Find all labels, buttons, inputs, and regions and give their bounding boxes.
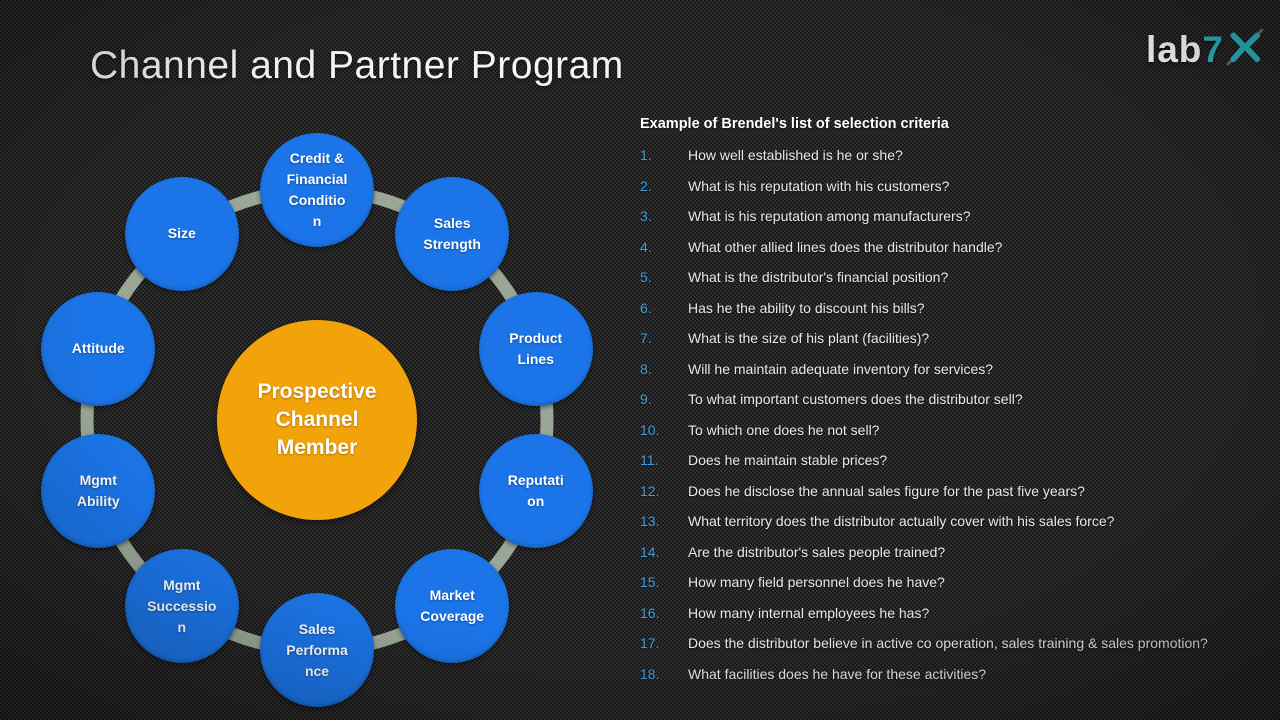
criteria-item-text: How well established is he or she? [688,147,903,163]
criteria-item: 18. What facilities does he have for thes… [640,665,1265,684]
criteria-item-number: 4. [640,238,652,255]
criteria-item: 8. Will he maintain adequate inventory fo… [640,360,1265,379]
diagram-node-label: Sales Performa nce [286,620,348,679]
criteria-item: 9. To what important customers does the d… [640,390,1265,409]
criteria-heading: Example of Brendel's list of selection c… [640,116,949,132]
criteria-item-number: 16. [640,604,660,621]
criteria-item-number: 7. [640,330,652,346]
diagram-center-label: Prospective Channel Member [257,380,377,459]
criteria-item-number: 8. [640,360,652,377]
criteria-item-number: 14. [640,543,660,560]
diagram-node: Sales Performa nce [260,593,374,707]
criteria-item: 17. Does the distributor believe in activ… [640,634,1265,653]
diagram-node: Mgmt Ability [41,434,156,549]
criteria-item: 14. Are the distributor's sales people tr… [640,543,1265,562]
diagram-node-label: Reputati on [507,472,564,510]
criteria-panel: Example of Brendel's list of selection c… [640,116,1265,695]
criteria-item-text: How many internal employees he has? [688,604,930,621]
diagram-node: Reputati on [478,434,593,549]
diagram-node-label: Credit & Financial Conditio n [286,150,348,229]
diagram-node-label: Mgmt Successio n [147,576,217,635]
diagram-center-node: Prospective Channel Member [217,320,417,520]
criteria-item-text: How many field personnel does he have? [688,574,945,590]
criteria-item-number: 15. [640,574,660,590]
criteria-item-number: 2. [640,177,652,194]
criteria-item-text: What is the size of his plant (facilitie… [688,330,930,346]
criteria-list: 1. How well established is he or she? 2. Wh… [640,146,1265,684]
criteria-item-text: Will he maintain adequate inventory for … [688,360,994,377]
criteria-item: 16. How many internal employees he has? [640,604,1265,623]
criteria-item-number: 6. [640,299,652,316]
diagram-node: Product Lines [478,291,593,406]
criteria-item: 2. What is his reputation with his custom… [640,177,1265,196]
criteria-item: 10. To which one does he not sell? [640,421,1265,440]
criteria-item: 7. What is the size of his plant (facilit… [640,329,1265,348]
criteria-item-number: 13. [640,513,660,529]
criteria-item-number: 18. [640,665,660,682]
criteria-item-number: 11. [640,452,659,468]
criteria-item-text: To which one does he not sell? [688,421,880,438]
criteria-item-text: What is the distributor's financial posi… [688,269,949,285]
criteria-item-number: 3. [640,208,652,224]
criteria-item-text: What other allied lines does the distrib… [688,238,1003,255]
x-mark-icon [1224,24,1264,75]
criteria-item-text: What is his reputation with his customer… [688,177,950,194]
diagram-node: Sales Strength [395,176,510,291]
criteria-item-number: 10. [640,421,660,438]
page-title: Channel and Partner Program [90,44,624,87]
criteria-item: 1. How well established is he or she? [640,146,1265,165]
diagram-node: Mgmt Successio n [124,549,239,664]
criteria-item-number: 9. [640,391,652,407]
logo-text-lab: lab [1145,28,1203,70]
criteria-item: 5. What is the distributor's financial po… [640,268,1265,287]
diagram-node: Market Coverage [395,549,510,664]
diagram-node: Attitude [41,291,156,406]
criteria-item-number: 12. [640,482,660,499]
diagram-node: Size [124,176,239,291]
criteria-item: 15. How many field personnel does he have… [640,573,1265,592]
criteria-item-text: Does he maintain stable prices? [688,452,888,468]
logo-text-seven: 7 [1202,28,1224,70]
diagram-node-label: Sales Strength [423,214,481,252]
criteria-item-number: 5. [640,269,652,285]
criteria-item-text: To what important customers does the dis… [688,391,1023,407]
diagram-node-label: Mgmt Ability [76,472,120,510]
diagram-node-label: Market Coverage [420,587,485,625]
criteria-item: 6. Has he the ability to discount his bil… [640,299,1265,318]
criteria-item-number: 1. [640,147,652,163]
diagram-node-label: Product Lines [509,329,563,367]
criteria-item-text: Are the distributor's sales people train… [688,543,946,560]
criteria-item: 11. Does he maintain stable prices? [640,451,1265,470]
criteria-item-text: What is his reputation among manufacture… [688,208,971,224]
criteria-item-text: Does the distributor believe in active c… [688,635,1208,651]
diagram-node: Credit & Financial Conditio n [260,133,374,247]
criteria-item: 4. What other allied lines does the distr… [640,238,1265,257]
criteria-item: 13. What territory does the distributor a… [640,512,1265,531]
criteria-item-number: 17. [640,635,660,651]
criteria-item-text: What territory does the distributor actu… [688,513,1115,529]
criteria-item-text: Does he disclose the annual sales figure… [688,482,1085,499]
diagram-node-label: Size [167,225,196,242]
criteria-item-text: What facilities does he have for these a… [688,665,987,682]
criteria-item: 3. What is his reputation among manufactu… [640,207,1265,226]
criteria-item-text: Has he the ability to discount his bills… [688,299,925,316]
diagram-node-label: Attitude [71,340,125,357]
criteria-item: 12. Does he disclose the annual sales fig… [640,482,1265,501]
